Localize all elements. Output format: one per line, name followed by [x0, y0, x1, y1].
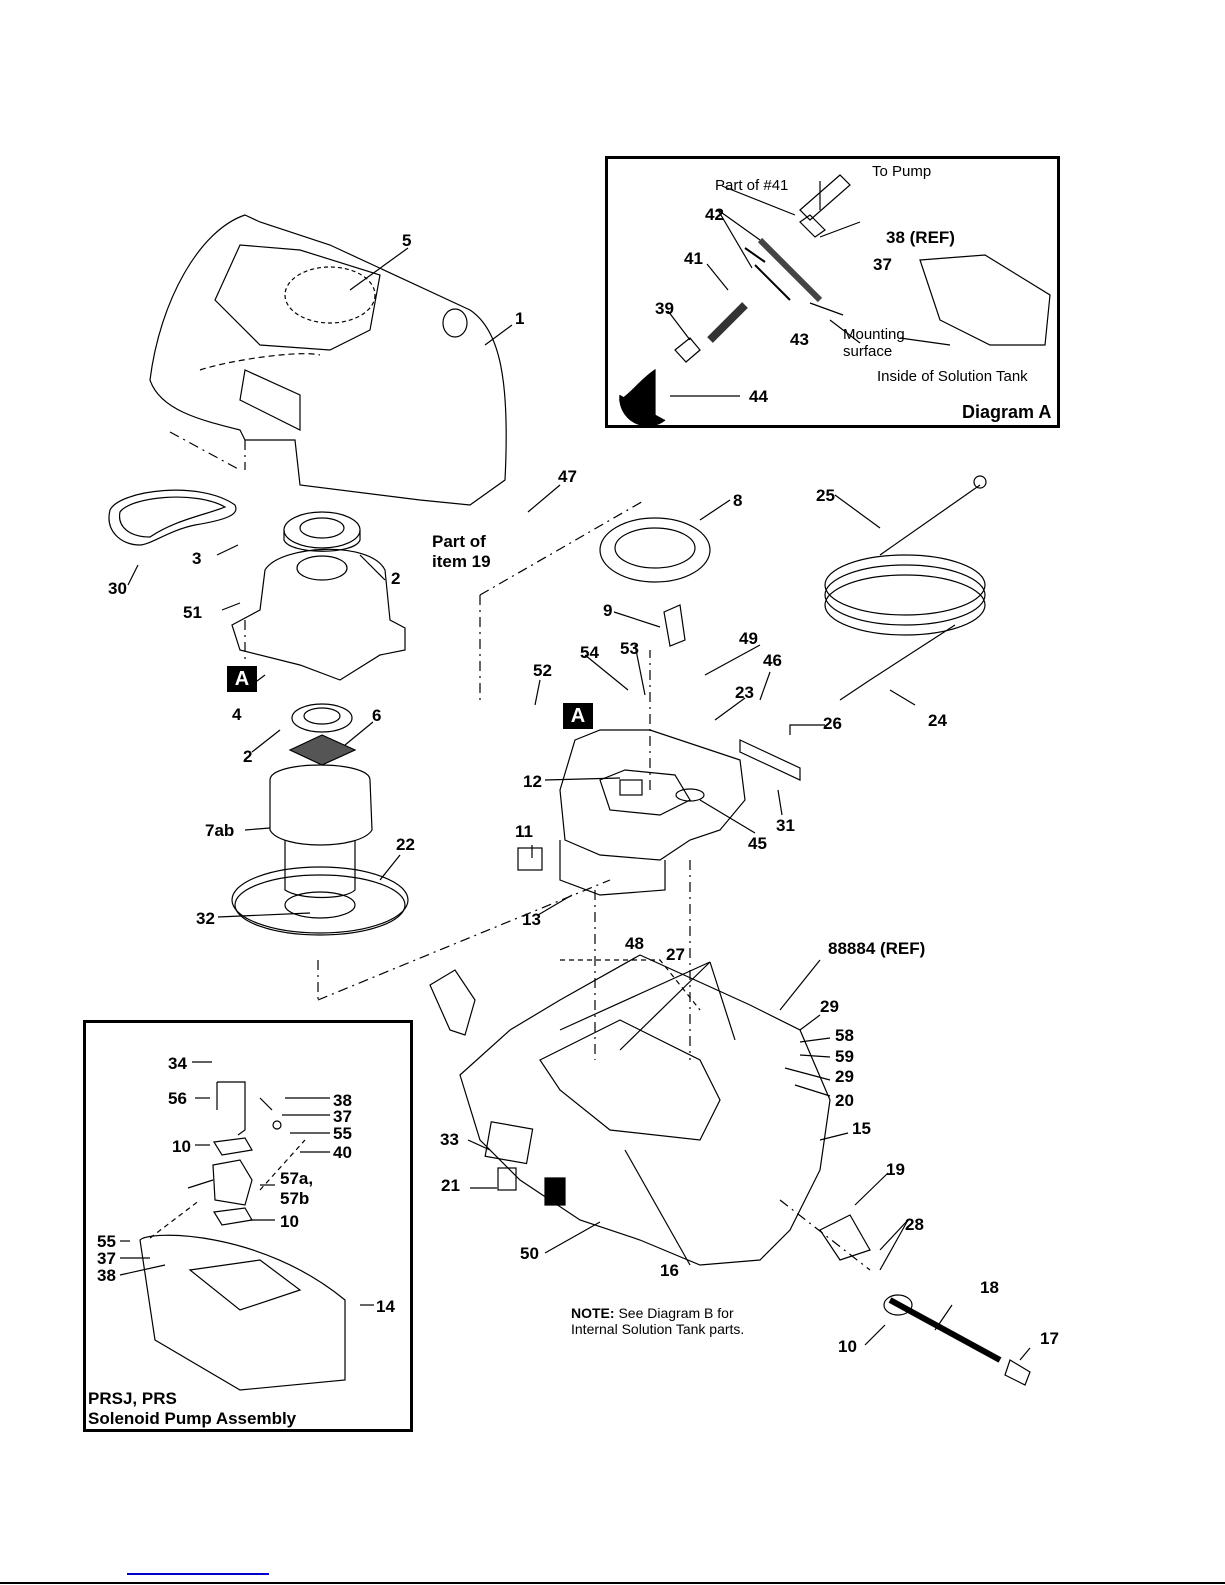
note-inside-solution-tank: Inside of Solution Tank [877, 368, 1028, 385]
callout-12: 12 [523, 772, 542, 791]
diagram-a-parts [618, 174, 1051, 427]
callout-2-lower: 2 [243, 747, 253, 766]
diagram-a-title: Diagram A [962, 402, 1052, 422]
callout-30: 30 [108, 579, 127, 598]
inset-callout-56: 56 [168, 1089, 187, 1108]
inset-callout-38-bottom: 38 [97, 1266, 116, 1285]
solenoid-inset-box [83, 1020, 413, 1432]
callout-53: 53 [620, 639, 639, 658]
inset-callout-55-bottom: 55 [97, 1232, 116, 1251]
callout-18: 18 [980, 1278, 999, 1297]
callout-52: 52 [533, 661, 552, 680]
note-label: NOTE: [571, 1305, 615, 1321]
callout-47: 47 [558, 467, 577, 486]
callout-16: 16 [660, 1261, 679, 1280]
inset-callout-38-top: 38 [333, 1091, 352, 1110]
note-part-of-41: Part of #41 [715, 177, 789, 194]
callout-54: 54 [580, 643, 599, 662]
page-bottom-rule [0, 1582, 1225, 1584]
callout-21: 21 [441, 1176, 460, 1195]
inset-callout-34: 34 [168, 1054, 187, 1073]
callout-44: 44 [749, 387, 768, 406]
inset-callout-40: 40 [333, 1143, 352, 1162]
inset-callout-55-top: 55 [333, 1124, 352, 1143]
callout-31: 31 [776, 816, 795, 835]
callout-28: 28 [905, 1215, 924, 1234]
callout-42: 42 [705, 205, 724, 224]
callout-15: 15 [852, 1119, 871, 1138]
callout-7ab: 7ab [205, 821, 235, 840]
callout-88884-ref: 88884 (REF) [828, 939, 926, 958]
callout-17: 17 [1040, 1329, 1059, 1348]
callout-49: 49 [739, 629, 758, 648]
callout-43: 43 [790, 330, 809, 349]
note-text-2: Internal Solution Tank parts. [571, 1321, 745, 1338]
cover-housing [149, 214, 507, 506]
screen-6 [288, 734, 357, 766]
callout-6: 6 [372, 706, 382, 725]
callout-4: 4 [232, 705, 242, 724]
callout-8: 8 [733, 491, 743, 510]
tag-a-right: A [563, 703, 593, 729]
page-link-underline[interactable] [127, 1573, 269, 1575]
callout-13: 13 [522, 910, 541, 929]
inset-callout-37-bottom: 37 [97, 1249, 116, 1268]
callout-10: 10 [838, 1337, 857, 1356]
gasket-30 [108, 489, 237, 546]
callout-23: 23 [735, 683, 754, 702]
diagram-a-box [605, 156, 1060, 428]
part-of-item-19: Part of item 19 [432, 532, 491, 571]
callout-38-ref: 38 (REF) [886, 228, 955, 247]
callout-19: 19 [886, 1160, 905, 1179]
motor-base [559, 729, 746, 896]
callout-48: 48 [625, 934, 644, 953]
callout-58: 58 [835, 1026, 854, 1045]
note-to-pump: To Pump [872, 163, 932, 180]
power-cord [824, 475, 987, 701]
callout-45: 45 [748, 834, 767, 853]
callout-29-upper: 29 [820, 997, 839, 1016]
callout-22: 22 [396, 835, 415, 854]
callout-25: 25 [816, 486, 835, 505]
callout-33: 33 [440, 1130, 459, 1149]
callout-20: 20 [835, 1091, 854, 1110]
note-mounting-surface: Mounting surface [843, 326, 918, 361]
assembly-lines [169, 431, 871, 1271]
mounting-surface-text: Mounting surface [843, 326, 905, 361]
note-text-1: See Diagram B for [614, 1305, 734, 1321]
leader-lines [127, 181, 1031, 1361]
callout-11: 11 [515, 822, 533, 841]
callout-1: 1 [515, 309, 525, 328]
callout-51: 51 [183, 603, 202, 622]
callout-32: 32 [196, 909, 215, 928]
callout-50: 50 [520, 1244, 539, 1263]
tag-a-left: A [227, 666, 257, 692]
inset-callout-57b: 57b [280, 1189, 310, 1208]
callout-9: 9 [603, 601, 613, 620]
callout-59: 59 [835, 1047, 854, 1066]
callout-39: 39 [655, 299, 674, 318]
callout-5: 5 [402, 231, 412, 250]
inset-callout-10-bottom: 10 [280, 1212, 299, 1231]
solution-tank [459, 954, 831, 1266]
callout-37: 37 [873, 255, 892, 274]
callout-24: 24 [928, 711, 947, 730]
inset-callout-14: 14 [376, 1297, 395, 1316]
inset-title-line-2: Solenoid Pump Assembly [88, 1409, 297, 1428]
inset-callout-57a: 57a, [280, 1169, 314, 1188]
callout-3: 3 [192, 549, 202, 568]
callout-2-upper: 2 [391, 569, 401, 588]
callout-26: 26 [823, 714, 842, 733]
inset-title-line-1: PRSJ, PRS [88, 1389, 177, 1408]
inset-callout-10-top: 10 [172, 1137, 191, 1156]
callout-29-lower: 29 [835, 1067, 854, 1086]
solenoid-inset-artwork [119, 1061, 374, 1391]
callout-27: 27 [666, 945, 685, 964]
inset-callout-37-top: 37 [333, 1107, 352, 1126]
callout-41: 41 [684, 249, 703, 268]
callout-46: 46 [763, 651, 782, 670]
